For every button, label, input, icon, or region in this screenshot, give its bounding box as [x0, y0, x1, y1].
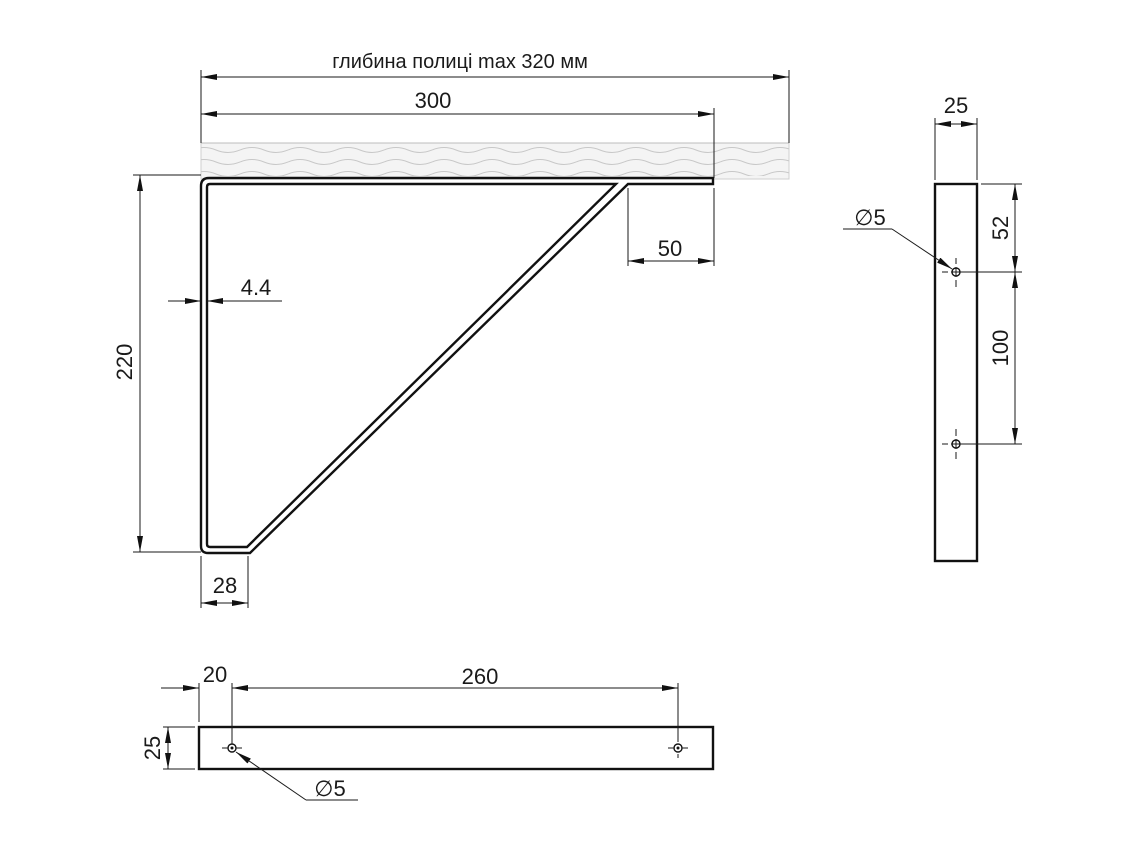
dimension-28: 28 [200, 556, 249, 608]
dimension-50: 50 [627, 188, 715, 266]
bracket-frame [199, 176, 715, 555]
dimension-shelf-depth: глибина полиці max 320 мм [200, 51, 790, 143]
dimension-260: 260 [232, 664, 679, 738]
dimension-20: 20 [161, 662, 233, 744]
shelf-depth-label: глибина полиці max 320 мм [332, 51, 588, 73]
thickness-4-4-label: 4.4 [241, 275, 272, 300]
side-hole-bottom [942, 429, 961, 459]
spacing-100-label: 100 [988, 330, 1013, 367]
offset-52-label: 52 [988, 216, 1013, 240]
foot-28-label: 28 [213, 573, 237, 598]
shelf-board [200, 142, 790, 180]
dimension-4-4: 4.4 [168, 275, 282, 304]
dimension-100: 100 [961, 272, 1022, 445]
side-hole-diameter-callout: ∅5 [843, 205, 953, 270]
side-hole-diameter-label: ∅5 [854, 205, 885, 230]
top-hole-left [222, 743, 242, 753]
top-height-25-label: 25 [140, 736, 165, 760]
edge-offset-20-label: 20 [203, 662, 227, 687]
height-220-label: 220 [112, 344, 137, 381]
side-width-25-label: 25 [944, 93, 968, 118]
dimension-52: 52 [961, 183, 1022, 273]
top-hole-diameter-label: ∅5 [314, 776, 345, 801]
hole-spacing-260-label: 260 [462, 664, 499, 689]
top-view: 20 260 25 ∅5 [140, 662, 715, 801]
side-view: 25 52 100 ∅5 [843, 93, 1022, 563]
width-300-label: 300 [415, 88, 452, 113]
top-hole-diameter-callout: ∅5 [235, 751, 358, 801]
dimension-220: 220 [112, 174, 201, 553]
dimension-300: 300 [201, 88, 715, 178]
side-bar [933, 182, 979, 563]
front-view: глибина полиці max 320 мм 300 220 4.4 50 [112, 51, 790, 608]
dimension-top-25: 25 [140, 726, 195, 770]
top-bar [197, 725, 715, 771]
dimension-side-25: 25 [934, 93, 978, 180]
top-hole-right [668, 738, 688, 758]
side-hole-top [942, 258, 961, 287]
overhang-50-label: 50 [658, 236, 682, 261]
